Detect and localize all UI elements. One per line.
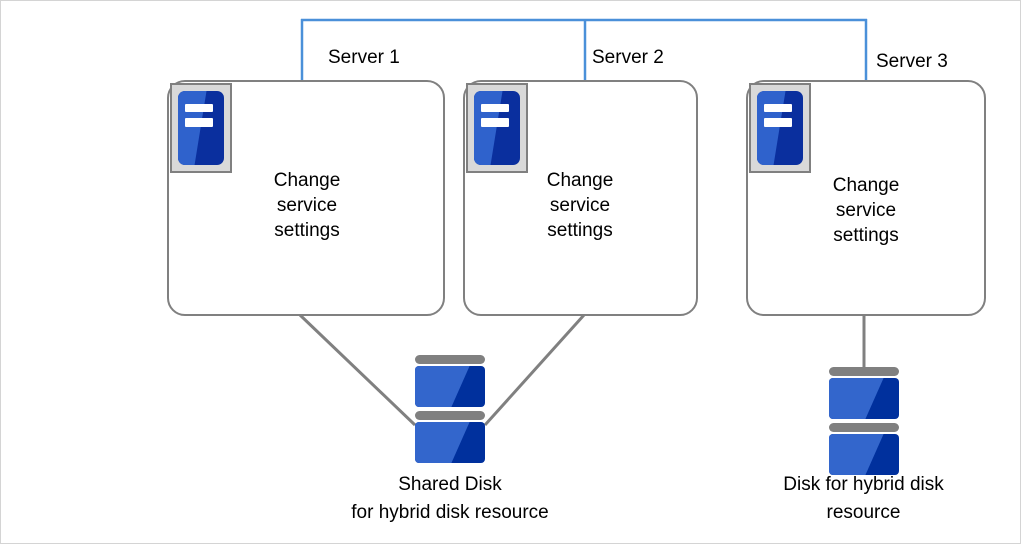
server-icon-bar-bottom xyxy=(763,118,793,128)
server-box-server-1[interactable] xyxy=(167,80,445,316)
server-icon-body xyxy=(757,91,803,165)
disk-stack-icon-local xyxy=(829,367,899,475)
server-icon-body xyxy=(474,91,520,165)
server-icon-bar-top xyxy=(184,103,214,113)
connector-server2-shared-disk xyxy=(483,313,586,427)
server-caption-server-2: Change service settings xyxy=(546,170,614,241)
bracket-label-server-3: Server 3 xyxy=(876,51,948,72)
disk-cap-top xyxy=(415,355,485,364)
server-caption-server-1: Change service settings xyxy=(273,170,341,241)
server-icon xyxy=(466,83,528,173)
server-icon-bar-bottom xyxy=(184,118,214,128)
disk-cap-bottom xyxy=(415,411,485,420)
disk-caption-shared: Shared Disk for hybrid disk resource xyxy=(351,474,549,523)
bracket-label-server-2: Server 2 xyxy=(592,47,664,68)
disk-body-bottom xyxy=(829,434,899,475)
disk-body-top xyxy=(829,378,899,419)
disk-caption-local: Disk for hybrid disk resource xyxy=(783,474,944,523)
server-icon xyxy=(749,83,811,173)
server-icon-bar-bottom xyxy=(480,118,510,128)
connector-server1-shared-disk xyxy=(298,313,417,427)
server-icon-bar-top xyxy=(480,103,510,113)
disk-body-top xyxy=(415,366,485,407)
disk-stack-icon-shared xyxy=(415,355,485,463)
server-icon-bar-top xyxy=(763,103,793,113)
disk-cap-bottom xyxy=(829,423,899,432)
server-caption-server-3: Change service settings xyxy=(832,175,900,246)
disk-body-bottom xyxy=(415,422,485,463)
server-icon xyxy=(170,83,232,173)
bracket-label-server-1: Server 1 xyxy=(328,47,400,68)
disk-cap-top xyxy=(829,367,899,376)
server-icon-body xyxy=(178,91,224,165)
